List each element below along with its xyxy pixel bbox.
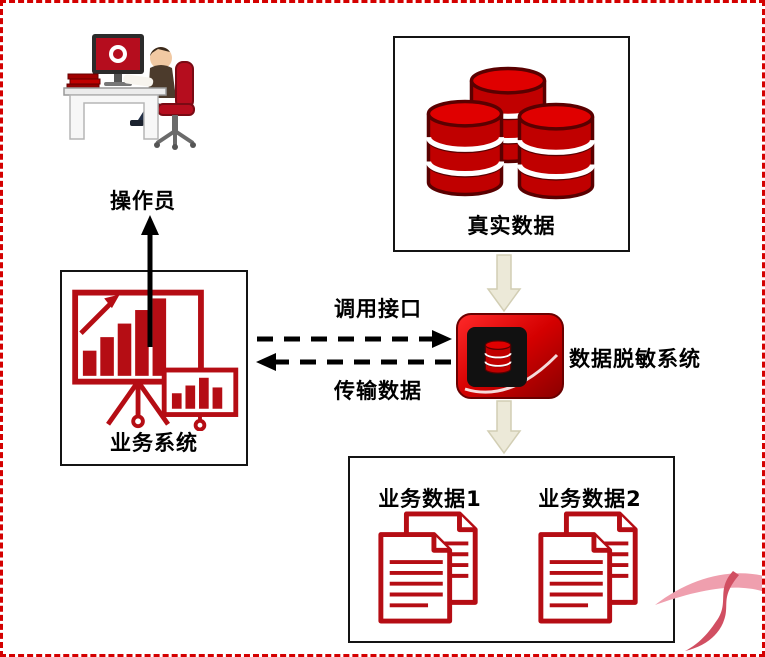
operator-label: 操作员 bbox=[110, 189, 176, 213]
real-data-label: 真实数据 bbox=[467, 214, 556, 238]
document-stack-icon-1 bbox=[371, 511, 489, 624]
call-interface-label: 调用接口 bbox=[334, 297, 422, 321]
dashed-arrow-call-interface bbox=[257, 330, 452, 348]
database-stack-icon bbox=[415, 65, 605, 205]
flow-arrow-bottom bbox=[486, 400, 522, 455]
document-stack-icon-2 bbox=[531, 511, 649, 624]
masking-system-label: 数据脱敏系统 bbox=[569, 347, 701, 371]
brand-logo bbox=[655, 571, 762, 651]
dashed-arrow-transfer-data bbox=[256, 353, 451, 371]
database-server-box-icon bbox=[456, 313, 564, 399]
flow-arrow-top bbox=[486, 254, 522, 313]
transfer-data-label: 传输数据 bbox=[334, 379, 422, 403]
bar-chart-easel-icon bbox=[72, 289, 239, 431]
business-system-label: 业务系统 bbox=[110, 431, 198, 455]
operator-at-desk-icon bbox=[63, 34, 196, 150]
business-data-label-2: 业务数据2 bbox=[538, 487, 642, 511]
business-data-label-1: 业务数据1 bbox=[378, 487, 482, 511]
